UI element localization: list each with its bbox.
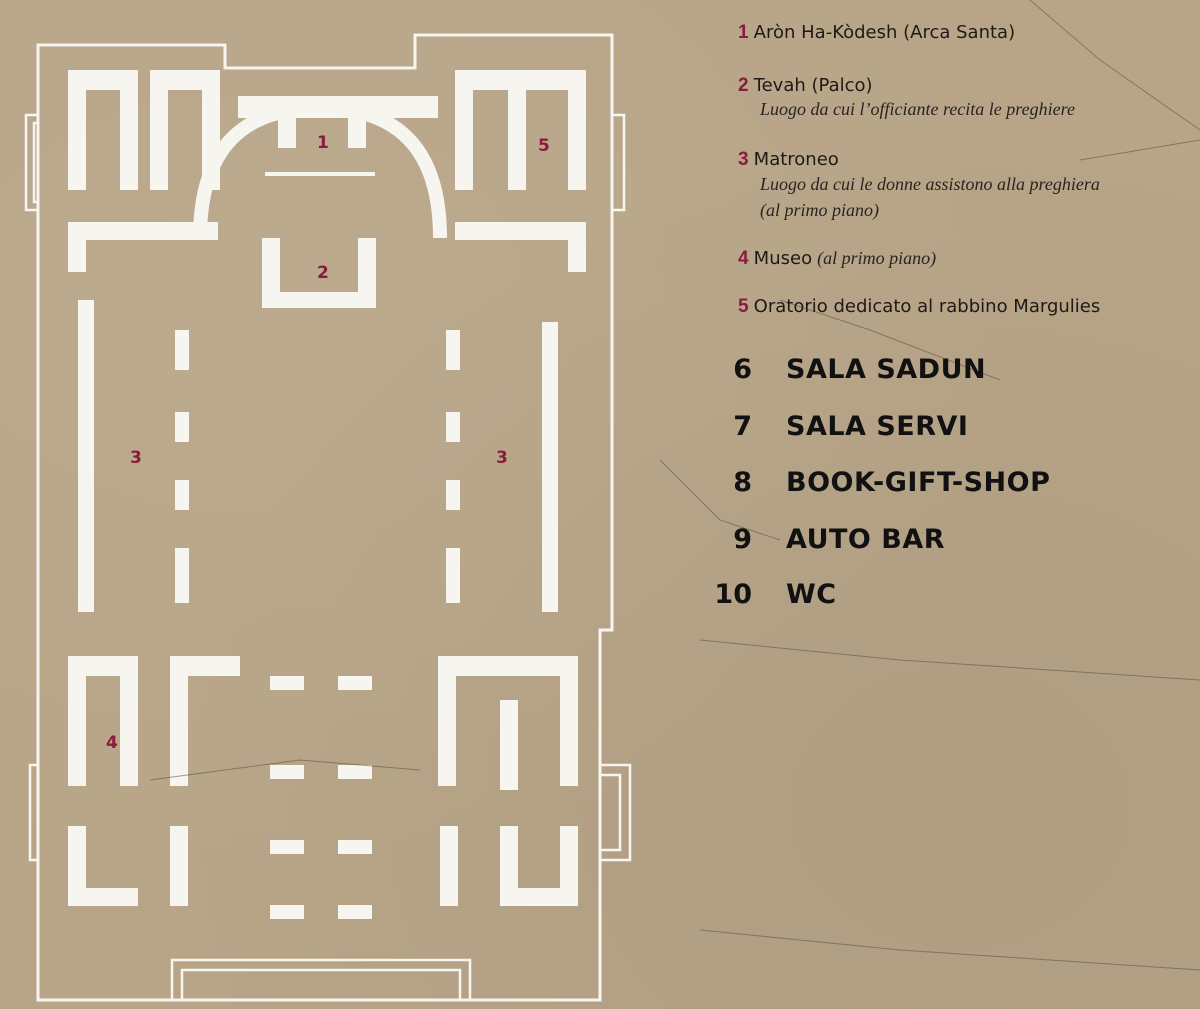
room-item-6: 6 SALA SADUN: [700, 354, 1100, 388]
legend-sub-3: Luogo da cui le donne assistono alla pre…: [760, 174, 1100, 194]
legend-label: Tevah (Palco): [753, 75, 873, 96]
legend-number: 3: [738, 149, 749, 170]
legend-sub-2: Luogo da cui l’officiante recita le preg…: [760, 99, 1075, 119]
room-number: 9: [733, 524, 752, 555]
room-number: 6: [733, 354, 752, 385]
room-item-8: 8 BOOK-GIFT-SHOP: [700, 467, 1100, 501]
legend-sub-3b: (al primo piano): [760, 200, 879, 220]
legend-number: 4: [738, 248, 749, 269]
walls: [68, 70, 586, 919]
room-number: 10: [714, 579, 752, 610]
legend-inline-sub: (al primo piano): [817, 248, 937, 268]
plan-label-2: 2: [317, 263, 329, 283]
room-label: SALA SERVI: [786, 411, 969, 442]
room-label: AUTO BAR: [786, 524, 946, 555]
legend-number: 1: [738, 22, 749, 43]
legend-number: 2: [738, 75, 749, 96]
legend-item-5: 5 Oratorio dedicato al rabbino Margulies: [738, 296, 1100, 318]
plan-label-3-left: 3: [130, 448, 142, 468]
building-outline: [36, 33, 614, 1002]
legend-label: Aròn Ha-Kòdesh (Arca Santa): [753, 22, 1016, 43]
legend-label: Matroneo: [753, 149, 839, 170]
room-label: SALA SADUN: [786, 354, 987, 385]
legend-item-3: 3 Matroneo: [738, 149, 839, 171]
legend-label: Museo: [753, 248, 813, 269]
plan-label-3-right: 3: [496, 448, 508, 468]
entrance-steps: [24, 113, 632, 1000]
room-number: 8: [733, 467, 752, 498]
room-item-9: 9 AUTO BAR: [700, 524, 1100, 558]
legend-item-4: 4 Museo (al primo piano): [738, 248, 936, 270]
plan-label-5: 5: [538, 136, 550, 156]
room-label: WC: [786, 579, 837, 610]
plan-label-4: 4: [106, 733, 118, 753]
legend-item-2: 2 Tevah (Palco): [738, 75, 873, 97]
legend-label: Oratorio dedicato al rabbino Margulies: [753, 296, 1101, 317]
legend-number: 5: [738, 296, 749, 317]
room-item-7: 7 SALA SERVI: [700, 411, 1100, 445]
room-number: 7: [733, 411, 752, 442]
ark-arch: [193, 100, 447, 239]
room-label: BOOK-GIFT-SHOP: [786, 467, 1051, 498]
floor-plan: 1 2 3 3 4 5: [24, 33, 632, 1002]
plan-label-1: 1: [317, 133, 329, 153]
legend-item-1: 1 Aròn Ha-Kòdesh (Arca Santa): [738, 22, 1015, 44]
room-item-10: 10 WC: [700, 579, 1100, 613]
